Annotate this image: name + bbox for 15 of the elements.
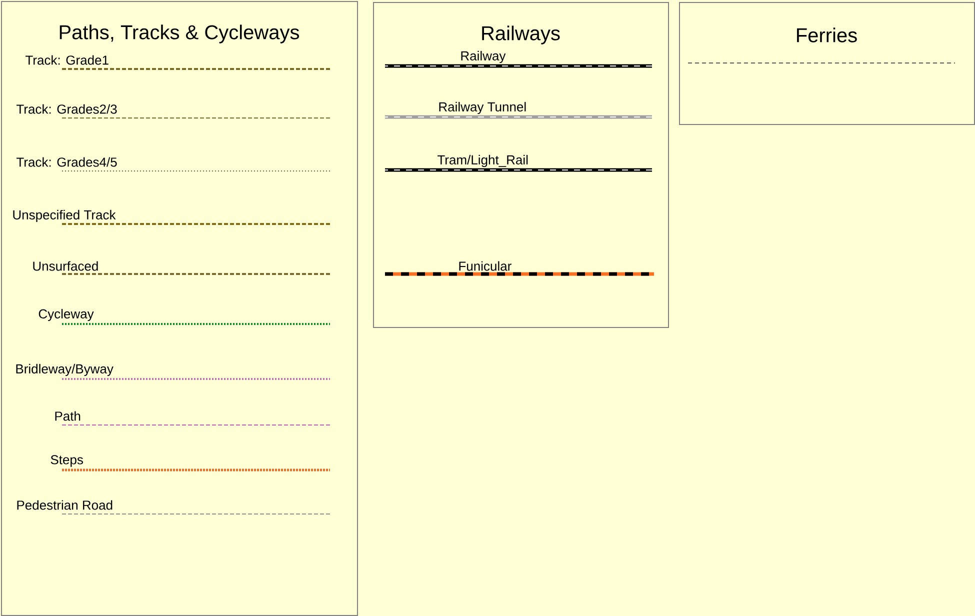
legend-label: Railway <box>461 50 506 64</box>
legend-label: Unsurfaced <box>33 261 98 271</box>
legend-panel: Ferries <box>679 2 975 125</box>
legend-label: Track: Grades4/5 <box>16 157 117 167</box>
legend-label: Track: Grade1 <box>26 55 108 65</box>
legend-label: Track: Grades2/3 <box>16 104 117 114</box>
legend-label: Railway Tunnel <box>439 102 526 114</box>
legend-label: Pedestrian Road <box>17 500 112 510</box>
legend-label: Tram/Light_Rail <box>438 154 528 168</box>
legend-label: Steps <box>50 455 83 467</box>
legend-label: Funicular <box>459 261 512 271</box>
legend-label: Unspecified Track <box>13 210 116 222</box>
legend-label: Cycleway <box>38 308 94 322</box>
legend-label: Bridleway/Byway <box>16 364 114 376</box>
legend-label: Path <box>55 411 80 421</box>
